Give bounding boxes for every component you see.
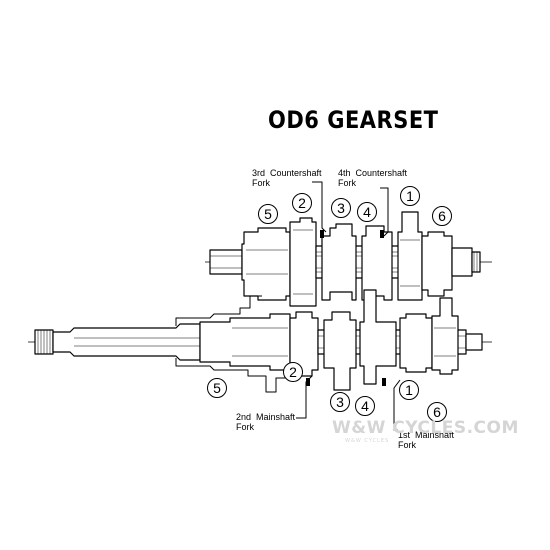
mainshaft-assembly <box>34 289 483 393</box>
watermark-subtext: W&W CYCLES <box>345 438 390 444</box>
callout-2nd-mainshaft-fork: 2nd Mainshaft Fork <box>236 412 296 432</box>
gear-marker-counter-5: 5 <box>258 204 278 224</box>
gear-marker-counter-3: 3 <box>331 198 351 218</box>
gear-marker-counter-1: 1 <box>400 186 420 206</box>
gear-marker-main-1: 1 <box>399 380 419 400</box>
gear-marker-counter-6: 6 <box>432 206 452 226</box>
gear-marker-main-2: 2 <box>283 362 303 382</box>
gear-marker-main-4: 4 <box>355 396 375 416</box>
gear-marker-counter-2: 2 <box>292 193 312 213</box>
callout-3rd-countershaft-fork: 3rd Countershaft Fork <box>252 168 322 188</box>
countershaft-assembly <box>209 211 481 307</box>
callout-1st-mainshaft-fork: 1st Mainshaft Fork <box>398 430 455 450</box>
diagram-title: OD6 GEARSET <box>268 106 439 134</box>
gear-marker-main-3: 3 <box>330 392 350 412</box>
gear-marker-main-6: 6 <box>427 402 447 422</box>
fork-leaders <box>296 181 401 431</box>
watermark: W&W CYCLES.COM <box>332 418 519 438</box>
gear-marker-main-5: 5 <box>207 378 227 398</box>
gear-marker-counter-4: 4 <box>357 202 377 222</box>
callout-4th-countershaft-fork: 4th Countershaft Fork <box>338 168 408 188</box>
